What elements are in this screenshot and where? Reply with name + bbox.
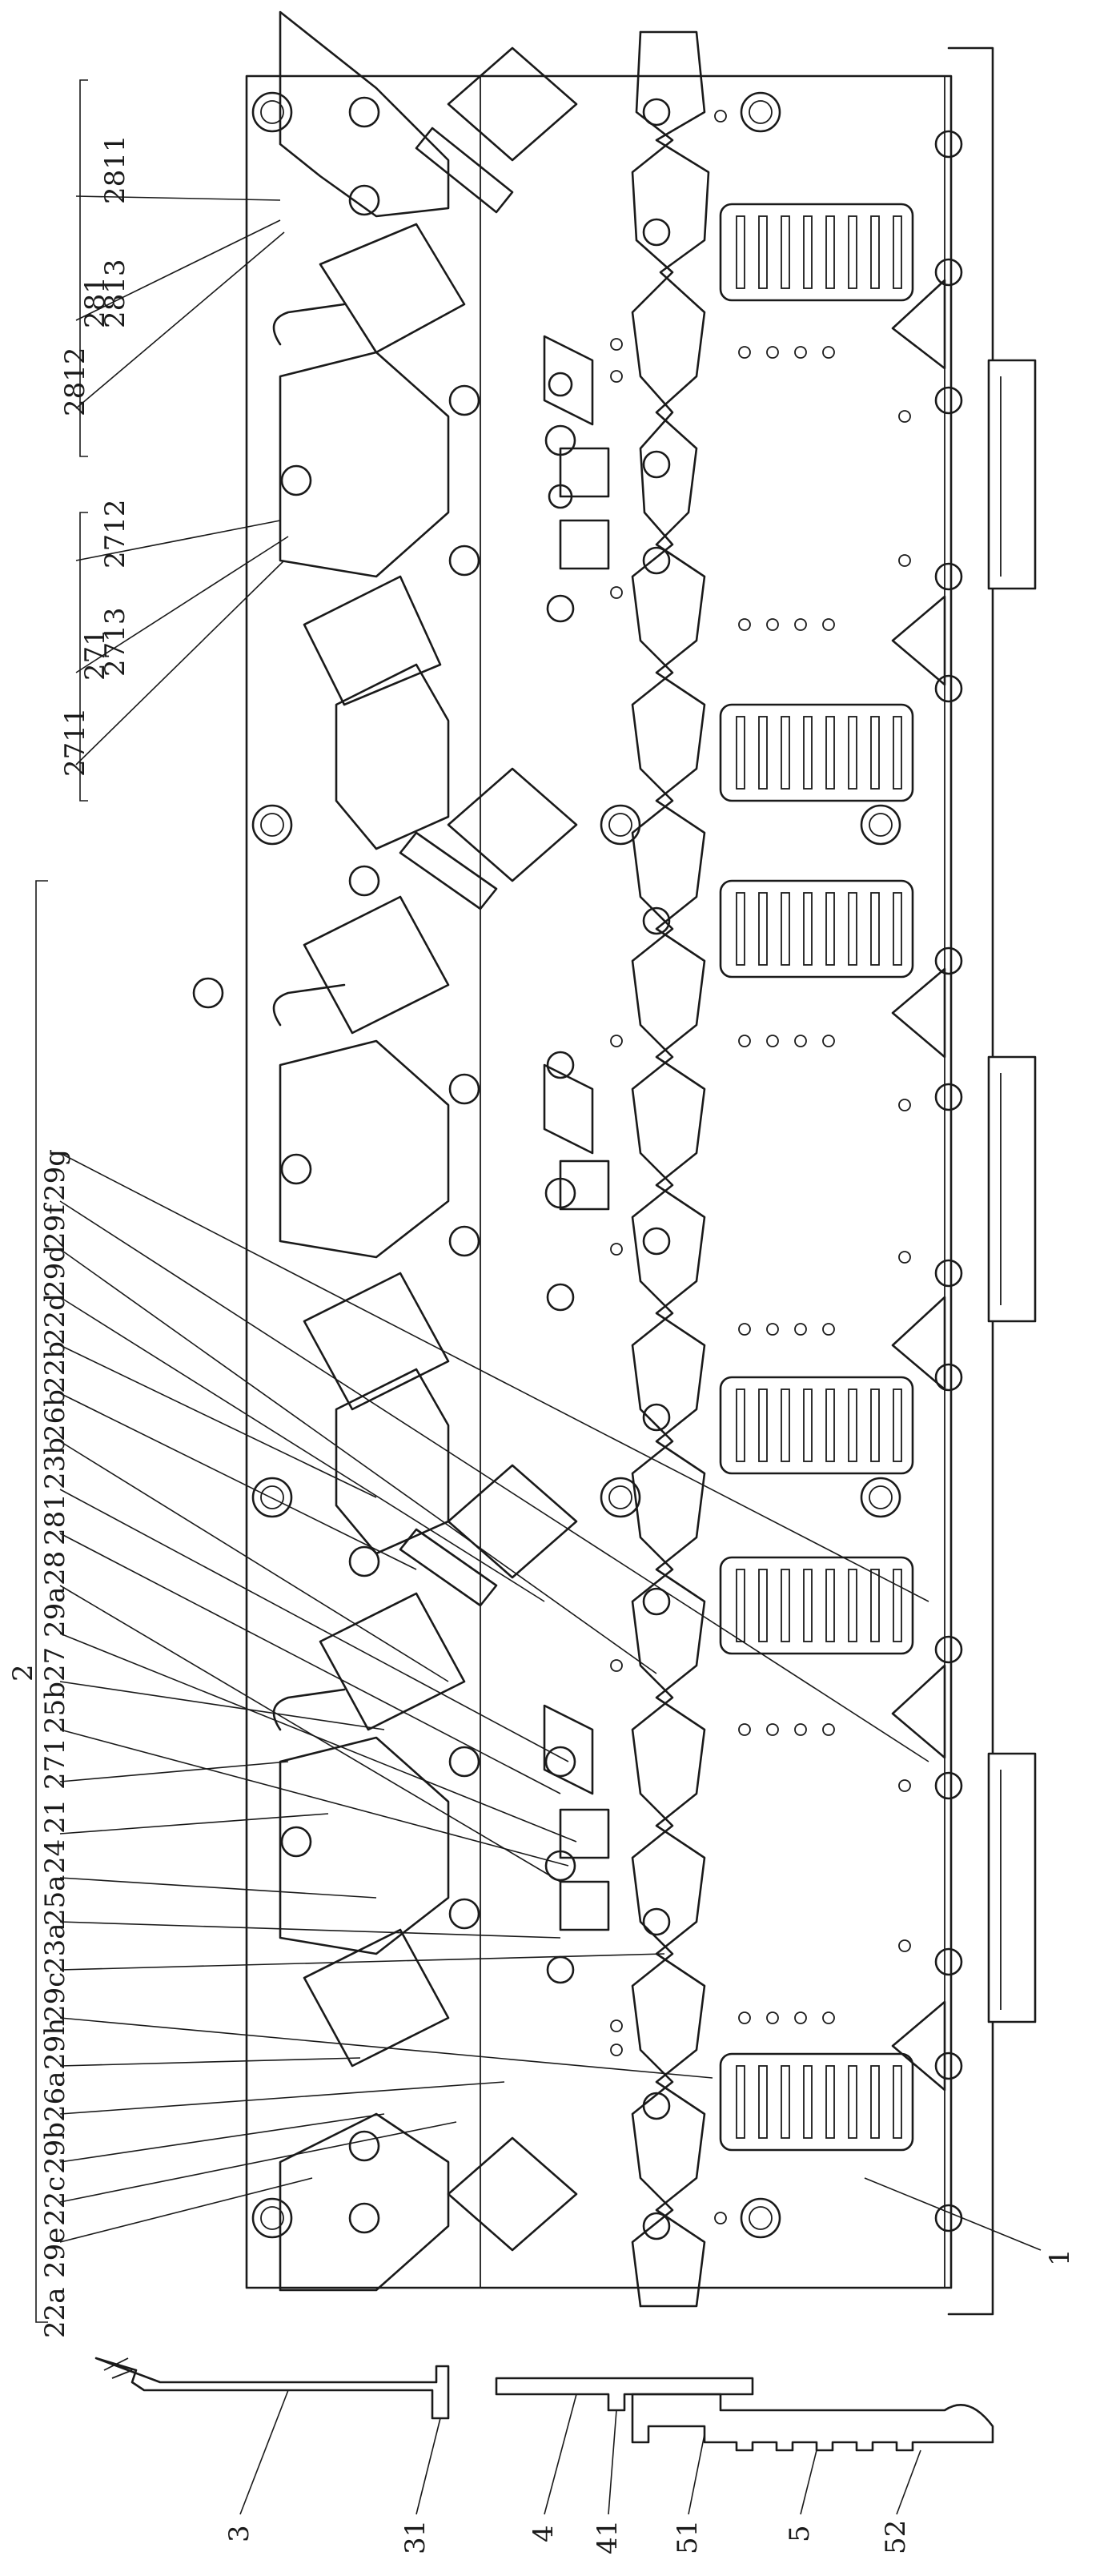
part-4 <box>495 2377 754 2412</box>
label-23a: 23a <box>39 1923 71 1974</box>
label-22b: 22b <box>39 1341 71 1393</box>
label-52: 52 <box>880 2520 912 2554</box>
base-plate <box>245 74 953 2289</box>
label-23b: 23b <box>39 1437 71 1489</box>
slot-window <box>719 879 914 979</box>
actuator-blocks <box>303 223 466 2068</box>
bottom-leaders <box>239 2389 921 2515</box>
label-21: 21 <box>39 1799 71 1834</box>
label-29g: 29g <box>39 1149 71 1201</box>
label-22d: 22d <box>39 1293 71 1345</box>
leader-lines <box>59 195 1042 2251</box>
label-29a: 29a <box>39 1586 71 1638</box>
mounting-holes <box>192 91 963 2240</box>
label-2811: 2811 <box>99 135 131 204</box>
part-3 <box>94 2357 450 2420</box>
label-24: 24 <box>39 1839 71 1874</box>
label-3: 3 <box>223 2525 255 2542</box>
label-2712: 2712 <box>99 499 131 569</box>
label-4: 4 <box>528 2525 560 2542</box>
latch-clusters <box>543 335 610 1931</box>
small-holes <box>610 110 911 2224</box>
wavy-channel <box>631 30 710 2308</box>
diamond-brackets <box>447 46 578 2252</box>
slotted-windows <box>719 203 914 2152</box>
label-26b: 26b <box>39 1389 71 1441</box>
label-281-top: 281 <box>79 276 111 328</box>
label-51: 51 <box>672 2520 704 2554</box>
label-1: 1 <box>1044 2248 1076 2266</box>
slot-window <box>719 1376 914 1475</box>
label-5: 5 <box>784 2525 816 2542</box>
right-rail <box>947 46 1037 2316</box>
slot-window <box>719 703 914 802</box>
label-2711: 2711 <box>59 707 91 777</box>
label-29h: 29h <box>39 2018 71 2070</box>
labels: 2 2711 271 2713 2712 2812 281 2813 2811 … <box>7 135 1076 2554</box>
label-41: 41 <box>592 2520 624 2554</box>
label-25b: 25b <box>39 1682 71 1734</box>
label-2813: 2813 <box>99 259 131 328</box>
label-271-top: 271 <box>79 629 111 681</box>
label-2713: 2713 <box>99 607 131 677</box>
label-26a: 26a <box>39 2071 71 2122</box>
slot-window <box>719 2052 914 2152</box>
label-281: 281 <box>39 1493 71 1545</box>
label-29c: 29c <box>39 1972 71 2022</box>
part-5 <box>631 2393 994 2452</box>
label-28: 28 <box>39 1551 71 1585</box>
label-22c: 22c <box>39 2176 71 2226</box>
label-29e: 29e <box>39 2228 71 2278</box>
label-29f: 29f <box>39 1203 71 1249</box>
lever-arms <box>272 127 514 1731</box>
slot-window <box>719 1556 914 1655</box>
triangle-teeth <box>891 279 946 2092</box>
label-29b: 29b <box>39 2122 71 2174</box>
label-29d: 29d <box>39 1245 71 1297</box>
left-cam-plates <box>279 10 450 2292</box>
label-group-2: 2 <box>7 1664 39 1682</box>
label-27: 27 <box>39 1647 71 1682</box>
group-bracket <box>35 79 88 2323</box>
label-22a: 22a <box>39 2287 71 2338</box>
label-2812: 2812 <box>59 347 91 416</box>
label-271: 271 <box>39 1738 71 1790</box>
slot-window <box>719 203 914 302</box>
label-25a: 25a <box>39 1875 71 1926</box>
label-31: 31 <box>399 2520 432 2554</box>
